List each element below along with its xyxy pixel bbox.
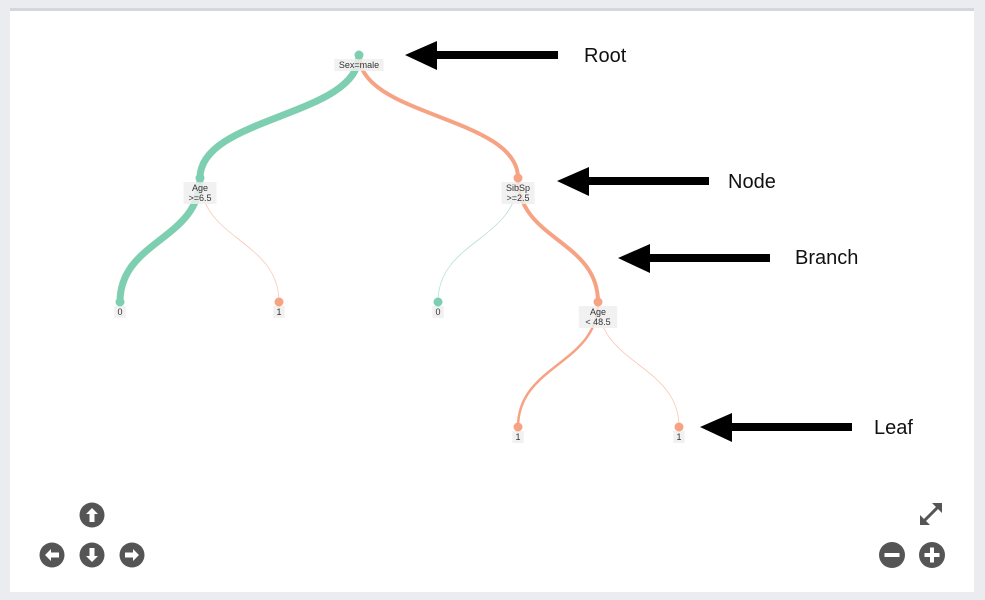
edges-layer	[116, 51, 680, 429]
arrow-right-icon[interactable]	[119, 542, 145, 568]
node-circle[interactable]	[195, 173, 205, 183]
node-label-line: 0	[435, 307, 440, 317]
diagram-panel	[10, 8, 974, 592]
node-label-bg	[334, 59, 384, 71]
tree-node-leaf-d[interactable]: 1	[512, 422, 524, 444]
node-label-line: Age	[192, 183, 208, 193]
node-label-line: Age	[590, 307, 606, 317]
node-label-line: 0	[117, 307, 122, 317]
node-label-line: 1	[276, 307, 281, 317]
node-circle[interactable]	[513, 173, 523, 183]
node-label-bg	[501, 182, 535, 204]
node-circle[interactable]	[274, 297, 284, 307]
zoom-out-icon[interactable]	[879, 542, 905, 568]
node-label-line: 1	[676, 432, 681, 442]
node-label-bg	[114, 306, 126, 318]
tree-node-leaf-e[interactable]: 1	[673, 422, 685, 444]
node-label-bg	[673, 431, 685, 443]
annotation-root-arrow	[405, 41, 558, 70]
tree-node-leaf-b[interactable]: 1	[273, 297, 285, 319]
annotation-leaf: Leaf	[700, 413, 913, 442]
arrow-down-icon[interactable]	[79, 542, 105, 568]
tree-node-root[interactable]: Sex=male	[334, 50, 384, 72]
node-circle[interactable]	[513, 422, 523, 432]
node-label-line: < 48.5	[585, 317, 610, 327]
annotation-branch-arrow	[618, 244, 770, 273]
tree-node-leaf-a[interactable]: 0	[114, 297, 126, 319]
node-circle[interactable]	[674, 422, 684, 432]
annotation-node-arrow	[557, 167, 709, 196]
annotation-node-label: Node	[728, 171, 776, 193]
node-label-line: Sex=male	[339, 60, 379, 70]
annotation-branch-label: Branch	[795, 247, 858, 269]
tree-node-age2[interactable]: Age< 48.5	[578, 297, 618, 329]
annotation-node: Node	[557, 167, 776, 196]
arrow-up-icon[interactable]	[79, 502, 105, 528]
tree-node-leaf-c[interactable]: 0	[432, 297, 444, 319]
node-circle[interactable]	[433, 297, 443, 307]
tree-node-age1[interactable]: Age>=6.5	[183, 173, 217, 205]
expand-icon[interactable]	[918, 501, 944, 527]
annotation-branch: Branch	[618, 244, 858, 273]
node-label-bg	[183, 182, 217, 204]
node-circle[interactable]	[115, 297, 125, 307]
node-label-line: 1	[515, 432, 520, 442]
node-label-bg	[273, 306, 285, 318]
zoom-in-icon[interactable]	[919, 542, 945, 568]
node-label-line: >=6.5	[188, 193, 211, 203]
annotation-root: Root	[405, 41, 627, 70]
node-label-bg	[432, 306, 444, 318]
annotation-leaf-arrow	[700, 413, 852, 442]
tree-node-sibsp[interactable]: SibSp>=2.5	[501, 173, 535, 205]
branch-root-sibsp	[357, 53, 520, 180]
node-label-line: SibSp	[506, 183, 530, 193]
node-circle[interactable]	[593, 297, 603, 307]
node-circle[interactable]	[354, 50, 364, 60]
arrow-left-icon[interactable]	[39, 542, 65, 568]
node-label-bg	[578, 306, 618, 328]
node-label-bg	[512, 431, 524, 443]
branch-root-age1	[196, 51, 363, 182]
node-label-line: >=2.5	[506, 193, 529, 203]
annotation-leaf-label: Leaf	[874, 417, 913, 439]
annotation-root-label: Root	[584, 45, 627, 67]
